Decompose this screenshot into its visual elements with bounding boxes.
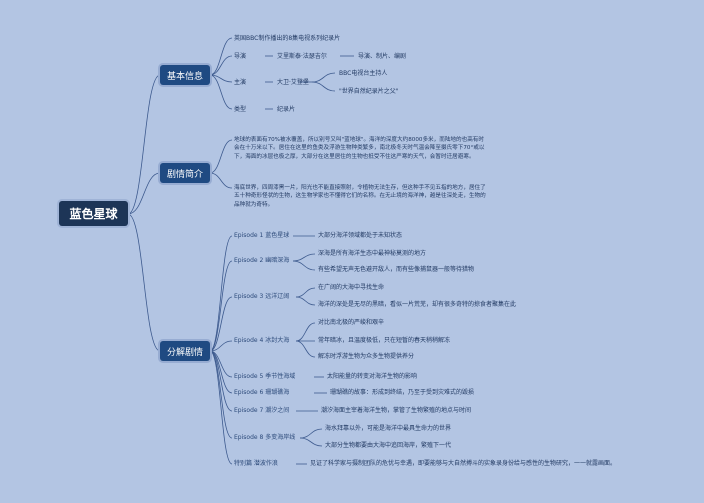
connector-line	[209, 172, 233, 189]
episode-label[interactable]: Episode 6 珊瑚礁海	[234, 389, 290, 396]
episode-point: 常年暗冰，且温度极低，只在短暂的春天稍稍解冻	[318, 337, 451, 344]
category-episodes[interactable]: 分解剧情	[160, 341, 210, 361]
episode-point: 大部分海洋领域都处于未知状态	[318, 232, 403, 239]
connector-line	[209, 74, 233, 110]
category-synopsis[interactable]: 剧情简介	[160, 163, 210, 183]
director-name: 艾里斯泰·法瑟吉尔	[277, 53, 327, 60]
connector-line	[209, 340, 233, 352]
connector-line	[209, 55, 233, 76]
connector-line	[127, 74, 161, 215]
synopsis-paragraph-2: 海底世界，四周漆黑一片，阳光也不能直接照射，令植物无法生存，但这种手不见五指的地…	[234, 185, 486, 208]
episode-point: 有些希望无声无色避开敌人，而有些像捕鼠器一般等待猎物	[318, 266, 475, 273]
episode-label[interactable]: Episode 1 蓝色星球	[234, 232, 290, 239]
episode-point: 解冻时浮游生物为众多生物提供养分	[318, 353, 415, 360]
episode-point: 大部分生物都要由大海中追回海岸，繁殖下一代	[325, 442, 452, 449]
genre-value: 纪录片	[277, 106, 296, 113]
director-label: 导演	[234, 53, 247, 60]
connector-line	[209, 235, 233, 352]
connector-line	[209, 350, 233, 394]
episode-point: 潮汐海面主宰着海洋生物，掌管了生物繁殖的地点与时间	[321, 407, 472, 414]
synopsis-paragraph-1: 地球的表面有70%被水覆盖，所以别号又叫"蓝地球"。海洋的深度大约8000多米，…	[234, 137, 485, 160]
episode-point: 深海是所有海洋生态中最神秘莫测的地方	[318, 250, 427, 257]
basic-intro: 英国BBC制作播出的8集电视系列纪录片	[234, 35, 341, 42]
episode-label[interactable]: Episode 4 冰封大海	[234, 337, 290, 344]
host-desc-1: BBC电视台主持人	[339, 70, 388, 77]
connector-line	[295, 340, 316, 358]
connector-line	[209, 350, 233, 412]
connector-line	[127, 172, 161, 215]
host-desc-2: "世界自然纪录片之父"	[339, 88, 399, 95]
episode-point: 对比南北极的严峻和艰辛	[318, 319, 385, 326]
root-node[interactable]: 蓝色星球	[59, 201, 128, 226]
host-name: 大卫·艾登堡	[277, 79, 309, 86]
connector-line	[295, 296, 316, 306]
episode-label[interactable]: Episode 7 潮汐之间	[234, 407, 290, 414]
episode-label[interactable]: 特别篇 潜波作浪	[234, 460, 278, 467]
connector-line	[295, 322, 316, 342]
connector-line	[311, 81, 336, 92]
episode-point: 在广阔的大海中寻找生命	[318, 284, 385, 291]
connector-line	[209, 260, 233, 352]
episode-label[interactable]: Episode 3 远洋辽阔	[234, 293, 290, 300]
episode-point: 太阳能量的转变对海洋生物的影响	[327, 373, 418, 380]
connector-line	[209, 350, 233, 465]
episode-point: 海洋的深处是无尽的黑暗，看似一片荒芜，却有很多奇特的掠食者聚集在此	[318, 301, 517, 308]
connector-line	[127, 213, 161, 352]
director-roles: 导演、制片、编剧	[358, 53, 407, 60]
episode-point: 见证了科学家与摄制团队的危忧与幸遇，即要能够与大自然搏斗的实象录身份给与感性的生…	[310, 460, 617, 467]
connector-line	[299, 437, 323, 447]
connector-line	[209, 296, 233, 352]
episode-point: 海水拜靠以外，可能是海洋中最具生命力的世界	[325, 425, 452, 432]
connector-line	[311, 72, 336, 83]
episode-label[interactable]: Episode 5 季节性海域	[234, 373, 296, 380]
connector-line	[292, 260, 316, 271]
category-basic-info[interactable]: 基本信息	[160, 65, 210, 85]
episode-label[interactable]: Episode 8 多变海岸线	[234, 434, 296, 441]
connector-line	[209, 37, 233, 76]
connector-line	[209, 139, 233, 174]
connector-line	[292, 253, 316, 262]
episode-point: 珊瑚礁的故事：形成到终结，乃至于受到灾难式的毁损	[330, 389, 475, 396]
host-label: 主演	[234, 79, 247, 86]
genre-label: 类型	[234, 106, 247, 113]
connector-line	[295, 287, 316, 298]
connector-line	[299, 428, 323, 439]
episode-label[interactable]: Episode 2 幽暗深海	[234, 257, 290, 264]
